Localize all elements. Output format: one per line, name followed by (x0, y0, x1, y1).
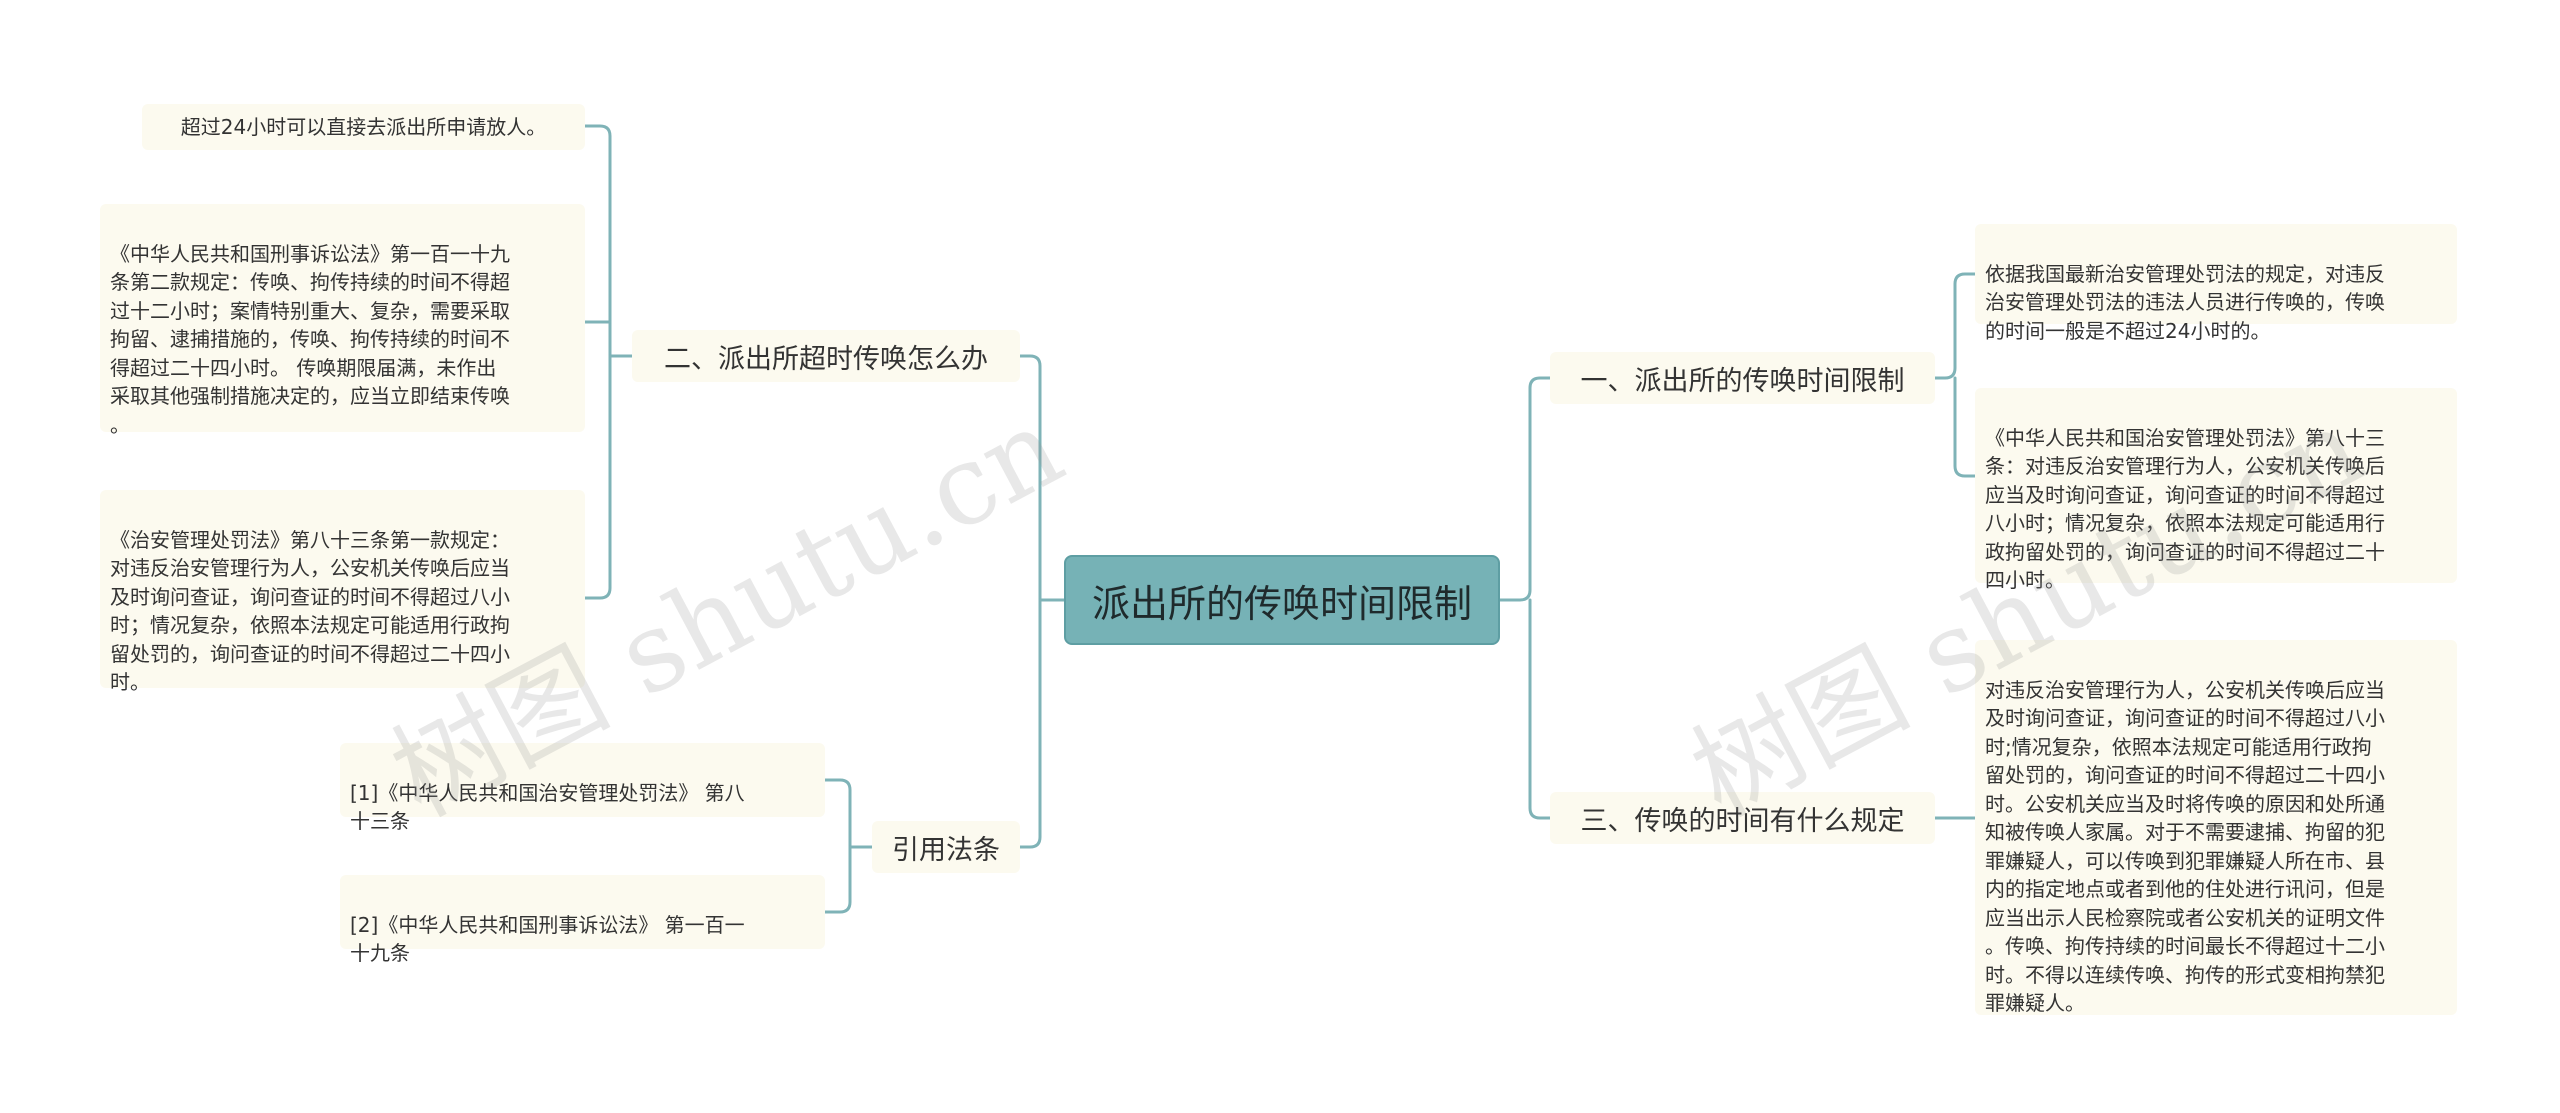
leaf-text: 《治安管理处罚法》第八十三条第一款规定： 对违反治安管理行为人，公安机关传唤后应… (110, 527, 510, 695)
branch-label: 一、派出所的传唤时间限制 (1580, 365, 1905, 397)
leaf-b4-1[interactable]: [1]《中华人民共和国治安管理处罚法》 第八 十三条 (340, 743, 825, 833)
branch-label: 引用法条 (892, 834, 1000, 866)
leaf-b4-2[interactable]: [2]《中华人民共和国刑事诉讼法》 第一百一 十九条 (340, 875, 825, 965)
leaf-text: 《中华人民共和国刑事诉讼法》第一百一十九 条第二款规定：传唤、拘传持续的时间不得… (110, 241, 510, 437)
branch-label: 二、派出所超时传唤怎么办 (664, 343, 988, 375)
leaf-text: [1]《中华人民共和国治安管理处罚法》 第八 十三条 (350, 780, 745, 834)
leaf-b2-1[interactable]: 超过24小时可以直接去派出所申请放人。 (142, 104, 585, 150)
central-topic-label: 派出所的传唤时间限制 (1091, 581, 1472, 626)
leaf-b1-1[interactable]: 依据我国最新治安管理处罚法的规定，对违反 治安管理处罚法的违法人员进行传唤的，传… (1975, 224, 2457, 343)
leaf-text: 超过24小时可以直接去派出所申请放人。 (180, 114, 547, 139)
leaf-text: [2]《中华人民共和国刑事诉讼法》 第一百一 十九条 (350, 912, 745, 966)
branch-cited-laws[interactable]: 引用法条 (872, 821, 1020, 873)
branch-call-time-limit[interactable]: 一、派出所的传唤时间限制 (1550, 352, 1935, 404)
branch-call-time-rules[interactable]: 三、传唤的时间有什么规定 (1550, 792, 1935, 844)
leaf-text: 依据我国最新治安管理处罚法的规定，对违反 治安管理处罚法的违法人员进行传唤的，传… (1985, 261, 2385, 343)
branch-label: 三、传唤的时间有什么规定 (1580, 805, 1905, 837)
leaf-b3-1[interactable]: 对违反治安管理行为人，公安机关传唤后应当 及时询问查证，询问查证的时间不得超过八… (1975, 640, 2457, 1015)
leaf-b2-3[interactable]: 《治安管理处罚法》第八十三条第一款规定： 对违反治安管理行为人，公安机关传唤后应… (100, 490, 585, 694)
leaf-b1-2[interactable]: 《中华人民共和国治安管理处罚法》第八十三 条：对违反治安管理行为人，公安机关传唤… (1975, 388, 2457, 592)
central-topic[interactable]: 派出所的传唤时间限制 (1064, 555, 1500, 645)
leaf-text: 《中华人民共和国治安管理处罚法》第八十三 条：对违反治安管理行为人，公安机关传唤… (1985, 425, 2385, 593)
leaf-text: 对违反治安管理行为人，公安机关传唤后应当 及时询问查证，询问查证的时间不得超过八… (1985, 677, 2385, 1016)
leaf-b2-2[interactable]: 《中华人民共和国刑事诉讼法》第一百一十九 条第二款规定：传唤、拘传持续的时间不得… (100, 204, 585, 437)
branch-overtime-call[interactable]: 二、派出所超时传唤怎么办 (632, 330, 1020, 382)
